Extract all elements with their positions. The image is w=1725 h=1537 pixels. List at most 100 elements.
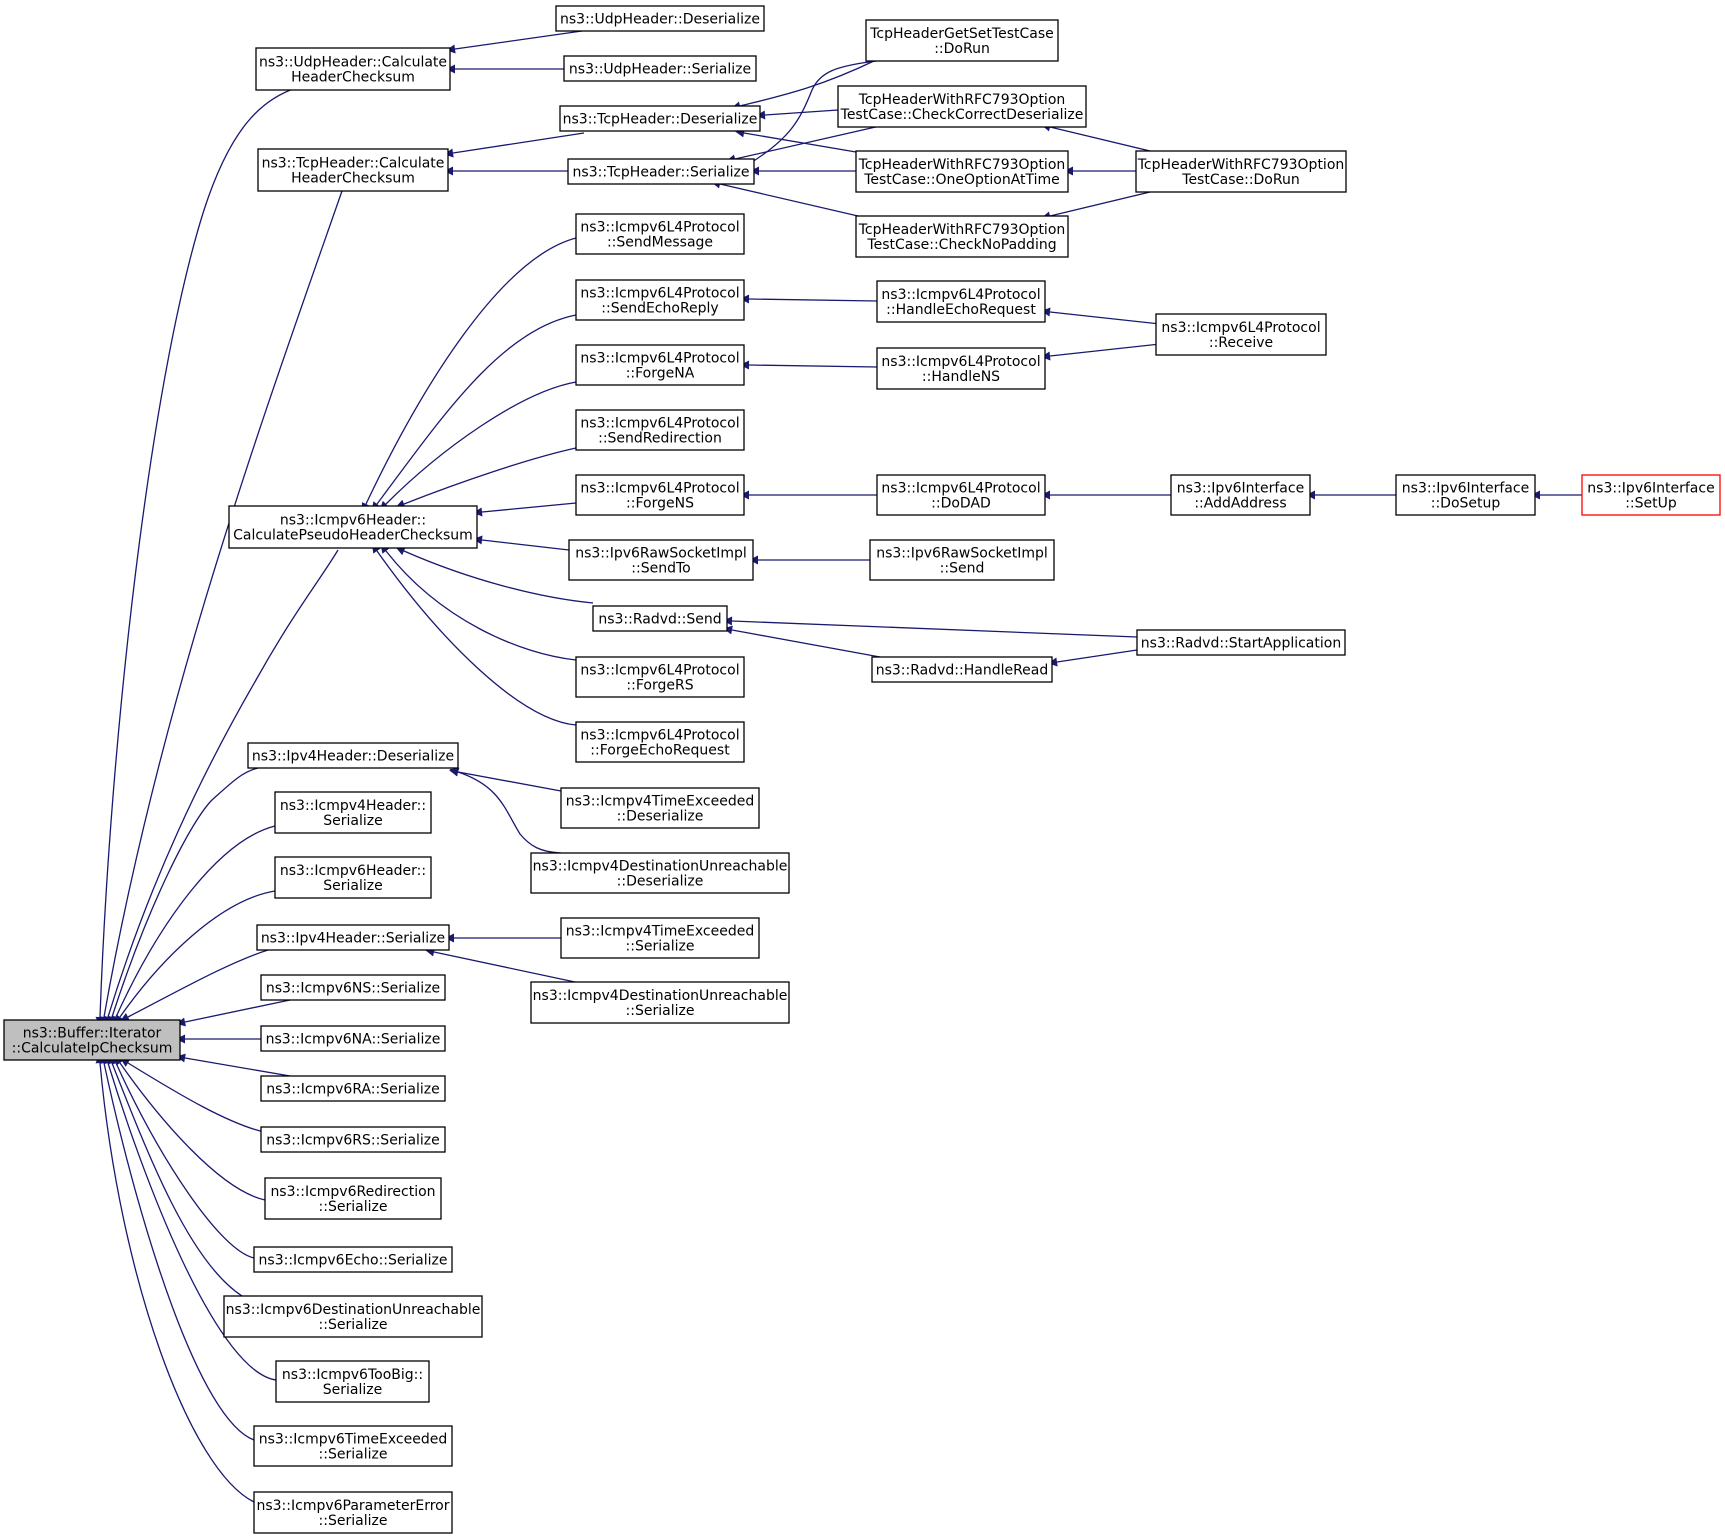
- node-l4-forgena[interactable]: ns3::Icmpv6L4Protocol::ForgeNA: [575, 344, 745, 386]
- node-radvd-send[interactable]: ns3::Radvd::Send: [592, 605, 728, 632]
- edge-l4_receive-calls-l4_handlens: [1041, 343, 1161, 361]
- node-label: ns3::Icmpv6L4Protocol: [580, 416, 739, 432]
- edge-l4_forgens-calls-icmp6_calc: [473, 502, 577, 517]
- node-l4-handleecho[interactable]: ns3::Icmpv6L4Protocol::HandleEchoRequest: [876, 280, 1046, 323]
- node-label: ns3::Icmpv4DestinationUnreachable: [533, 988, 788, 1004]
- node-label: ::Serialize: [319, 1317, 388, 1333]
- node-l4-handlens[interactable]: ns3::Icmpv6L4Protocol::HandleNS: [876, 347, 1046, 390]
- node-l4-sendmsg[interactable]: ns3::Icmpv6L4Protocol::SendMessage: [575, 213, 745, 255]
- node-label: ns3::Radvd::Send: [598, 612, 721, 628]
- node-icmp4-te-ser[interactable]: ns3::Icmpv4TimeExceeded::Serialize: [560, 917, 760, 959]
- edges-layer: [95, 30, 1582, 1503]
- node-label: ns3::Ipv6Interface: [1177, 481, 1304, 497]
- node-box: [255, 47, 451, 91]
- node-box: [264, 1177, 442, 1220]
- node-box: [260, 1126, 446, 1153]
- node-ra-ser[interactable]: ns3::Icmpv6RA::Serialize: [260, 1075, 446, 1102]
- node-label: ns3::Icmpv6L4Protocol: [580, 728, 739, 744]
- node-label: TcpHeaderWithRFC793Option: [858, 157, 1066, 173]
- node-rs-ser[interactable]: ns3::Icmpv6RS::Serialize: [260, 1126, 446, 1153]
- node-label: ns3::Icmpv4Header::: [280, 798, 426, 814]
- node-tcp-cnp[interactable]: TcpHeaderWithRFC793OptionTestCase::Check…: [855, 215, 1069, 258]
- node-label: ::ForgeNS: [626, 496, 694, 512]
- node-redir-ser[interactable]: ns3::Icmpv6Redirection::Serialize: [264, 1177, 442, 1220]
- node-l4-receive[interactable]: ns3::Icmpv6L4Protocol::Receive: [1155, 313, 1327, 356]
- node-icmp4-du-deser[interactable]: ns3::Icmpv4DestinationUnreachable::Deser…: [530, 852, 790, 894]
- node-tcp-ooat[interactable]: TcpHeaderWithRFC793OptionTestCase::OneOp…: [855, 150, 1069, 193]
- node-box: [876, 347, 1046, 390]
- node-radvd-start[interactable]: ns3::Radvd::StartApplication: [1136, 629, 1346, 656]
- node-box: [575, 213, 745, 255]
- node-na-ser[interactable]: ns3::Icmpv6NA::Serialize: [260, 1025, 446, 1052]
- node-raw-send[interactable]: ns3::Ipv6RawSocketImpl::Send: [869, 539, 1055, 581]
- node-box: [260, 974, 446, 1001]
- node-radvd-read[interactable]: ns3::Radvd::HandleRead: [871, 656, 1053, 683]
- node-icmp6h-ser[interactable]: ns3::Icmpv6Header::Serialize: [274, 856, 432, 899]
- node-icmp4-du-ser[interactable]: ns3::Icmpv4DestinationUnreachable::Seria…: [530, 981, 790, 1024]
- node-label: ns3::Icmpv6ParameterError: [256, 1498, 449, 1514]
- node-pe-ser[interactable]: ns3::Icmpv6ParameterError::Serialize: [253, 1491, 453, 1534]
- node-label: ns3::Ipv4Header::Deserialize: [252, 749, 454, 765]
- edge-l4_receive-calls-l4_handleecho: [1041, 307, 1161, 325]
- node-box: [575, 656, 745, 698]
- node-label: ns3::Icmpv6L4Protocol: [1161, 320, 1320, 336]
- node-l4-sendredir[interactable]: ns3::Icmpv6L4Protocol::SendRedirection: [575, 409, 745, 451]
- node-label: ns3::Icmpv6L4Protocol: [580, 220, 739, 236]
- node-label: TestCase::OneOptionAtTime: [863, 172, 1060, 188]
- node-tcp-ccd[interactable]: TcpHeaderWithRFC793OptionTestCase::Check…: [837, 85, 1087, 128]
- node-l4-dodad[interactable]: ns3::Icmpv6L4Protocol::DoDAD: [876, 474, 1046, 516]
- node-label: ns3::Icmpv4TimeExceeded: [566, 794, 755, 810]
- node-box: [876, 474, 1046, 516]
- node-ipv6if-setup[interactable]: ns3::Ipv6Interface::SetUp: [1581, 474, 1721, 516]
- node-l4-sendecho[interactable]: ns3::Icmpv6L4Protocol::SendEchoReply: [575, 279, 745, 321]
- node-box: [274, 791, 432, 834]
- node-echo-ser[interactable]: ns3::Icmpv6Echo::Serialize: [253, 1246, 453, 1273]
- node-label: ::DoRun: [934, 41, 990, 57]
- node-ipv6if-dosetup[interactable]: ns3::Ipv6Interface::DoSetup: [1395, 474, 1536, 516]
- node-ipv6if-addaddr[interactable]: ns3::Ipv6Interface::AddAddress: [1170, 474, 1311, 516]
- node-udp-ser[interactable]: ns3::UdpHeader::Serialize: [563, 55, 757, 82]
- edge-l4_forgeecho-calls-icmp6_calc: [371, 543, 577, 726]
- edge-redir_ser-calls-root: [114, 1055, 266, 1201]
- node-label: ns3::UdpHeader::Calculate: [259, 55, 447, 71]
- node-icmp6-calc[interactable]: ns3::Icmpv6Header::CalculatePseudoHeader…: [228, 505, 478, 549]
- node-ipv4-deser[interactable]: ns3::Ipv4Header::Deserialize: [247, 742, 459, 769]
- node-tcp-deser[interactable]: ns3::TcpHeader::Deserialize: [559, 105, 761, 132]
- node-toobig-ser[interactable]: ns3::Icmpv6TooBig::Serialize: [275, 1360, 430, 1403]
- node-ns-ser[interactable]: ns3::Icmpv6NS::Serialize: [260, 974, 446, 1001]
- node-root[interactable]: ns3::Buffer::Iterator::CalculateIpChecks…: [3, 1019, 181, 1061]
- node-raw-sendto[interactable]: ns3::Ipv6RawSocketImpl::SendTo: [568, 539, 754, 581]
- node-box: [1155, 313, 1327, 356]
- node-box: [253, 1491, 453, 1534]
- node-icmp4h-ser[interactable]: ns3::Icmpv4Header::Serialize: [274, 791, 432, 834]
- node-label: ::ForgeEchoRequest: [590, 743, 730, 759]
- node-label: ns3::TcpHeader::Calculate: [262, 156, 445, 172]
- node-te6-ser[interactable]: ns3::Icmpv6TimeExceeded::Serialize: [253, 1425, 453, 1467]
- node-l4-forgers[interactable]: ns3::Icmpv6L4Protocol::ForgeRS: [575, 656, 745, 698]
- node-label: ::DoDAD: [931, 496, 991, 512]
- node-tcp-getset[interactable]: TcpHeaderGetSetTestCase::DoRun: [865, 19, 1059, 62]
- node-tcp-ser[interactable]: ns3::TcpHeader::Serialize: [567, 158, 755, 185]
- node-label: ::HandleEchoRequest: [886, 302, 1036, 318]
- edge-icmp4_te_deser-calls-ipv4_deser: [449, 767, 562, 792]
- node-box: [865, 19, 1059, 62]
- node-l4-forgeecho[interactable]: ns3::Icmpv6L4Protocol::ForgeEchoRequest: [575, 721, 745, 763]
- node-du6-ser[interactable]: ns3::Icmpv6DestinationUnreachable::Seria…: [223, 1295, 483, 1338]
- node-udp-deser[interactable]: ns3::UdpHeader::Deserialize: [555, 5, 765, 32]
- edge-l4_forgers-calls-icmp6_calc: [380, 543, 577, 661]
- node-box: [257, 148, 449, 192]
- node-label: ::SendEchoReply: [601, 301, 718, 317]
- node-l4-forgens[interactable]: ns3::Icmpv6L4Protocol::ForgeNS: [575, 474, 745, 516]
- node-label: ::Deserialize: [617, 874, 704, 890]
- node-label: ::DoSetup: [1431, 496, 1501, 512]
- node-ipv4-ser[interactable]: ns3::Ipv4Header::Serialize: [256, 924, 450, 951]
- node-label: TcpHeaderGetSetTestCase: [869, 26, 1054, 42]
- node-box: [1170, 474, 1311, 516]
- edge-icmp4_du_ser-calls-ipv4_ser: [425, 947, 576, 983]
- node-box: [837, 85, 1087, 128]
- node-label: ::Deserialize: [617, 809, 704, 825]
- node-icmp4-te-deser[interactable]: ns3::Icmpv4TimeExceeded::Deserialize: [560, 787, 760, 829]
